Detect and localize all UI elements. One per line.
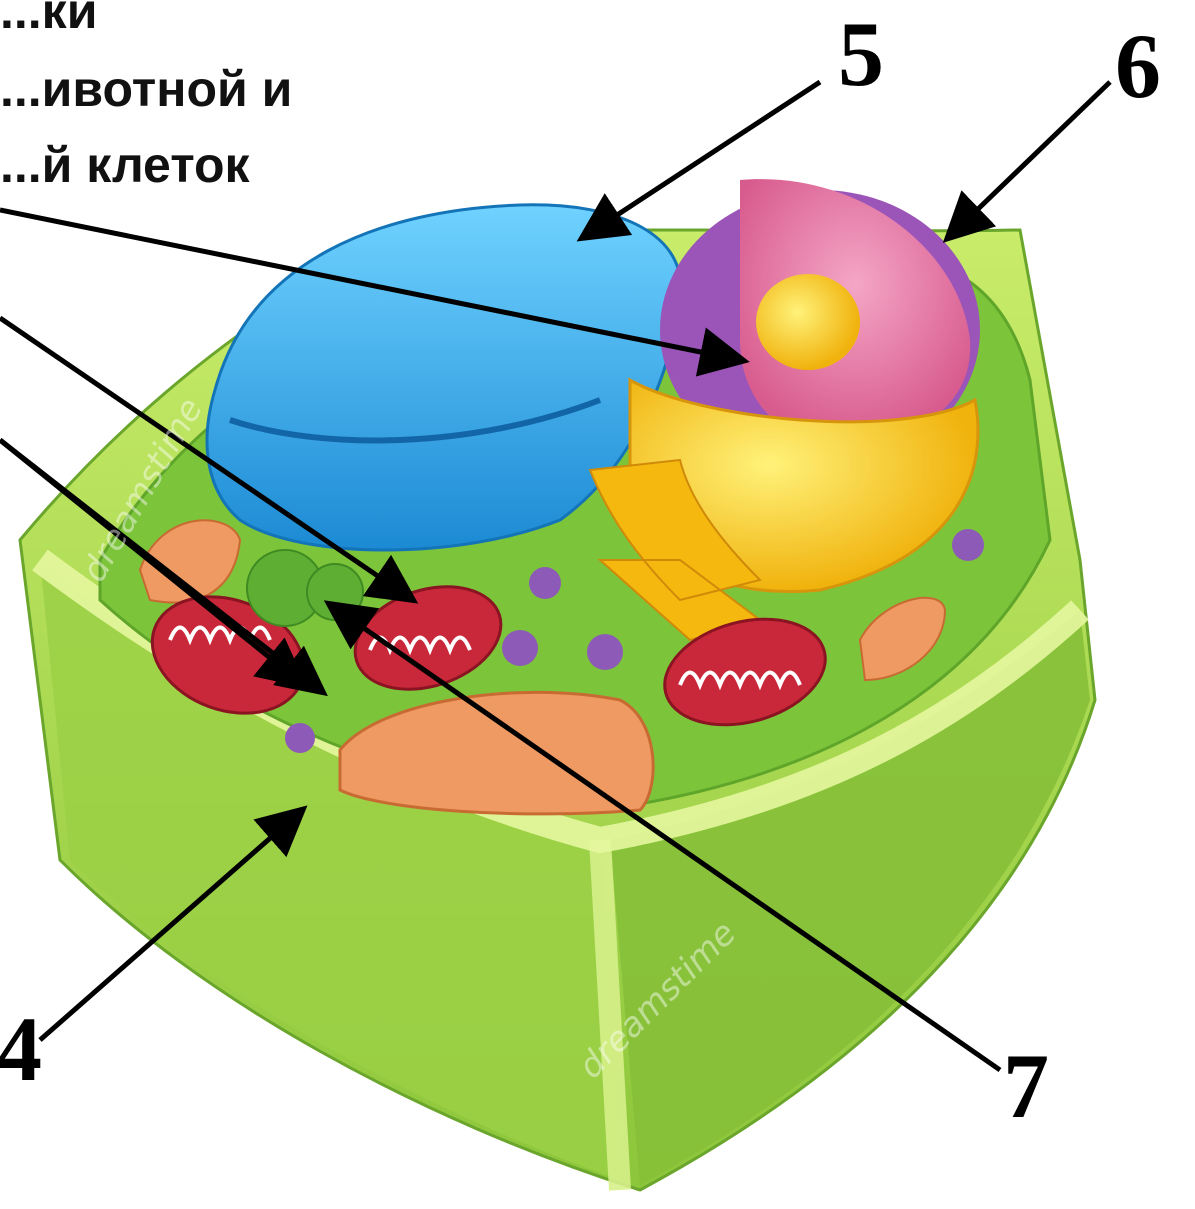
label-5: 5: [838, 8, 884, 100]
label-7: 7: [1003, 1040, 1049, 1132]
peroxisome: [529, 567, 561, 599]
peroxisome: [502, 630, 538, 666]
peroxisome: [587, 634, 623, 670]
arrow-6-to-cell-wall: [950, 82, 1110, 236]
nucleolus: [756, 274, 860, 370]
label-4: 4: [0, 1003, 42, 1095]
plastid: [307, 564, 363, 620]
label-6: 6: [1115, 20, 1161, 112]
peroxisome: [952, 529, 984, 561]
peroxisome: [285, 723, 315, 753]
